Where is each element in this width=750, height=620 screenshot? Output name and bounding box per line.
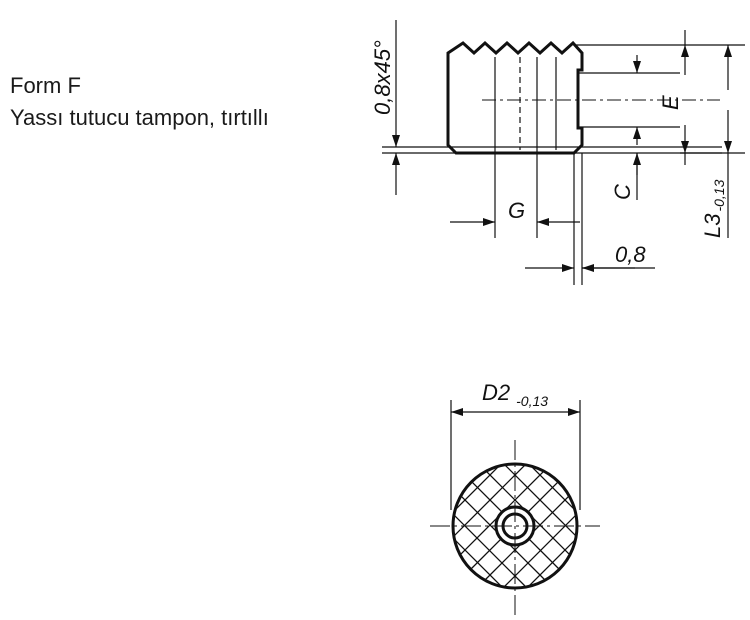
d2-symbol: D2 [482,380,510,405]
l3-label: L3 -0,13 [700,179,727,238]
g-label: G [508,198,525,223]
c-label: C [610,184,635,200]
offset-label: 0,8 [615,242,646,267]
caption: Form F Yassı tutucu tampon, tırtıllı [10,70,269,134]
form-label: Form F [10,73,81,98]
d2-tolerance: -0,13 [516,393,548,409]
l3-tolerance: -0,13 [711,179,727,211]
e-label: E [658,95,683,110]
front-view [430,400,600,615]
l3-symbol: L3 [700,213,725,238]
form-description: Yassı tutucu tampon, tırtıllı [10,105,269,130]
side-view [382,20,745,285]
chamfer-label: 0,8x45° [370,40,395,115]
part-outline [446,40,584,155]
d2-label: D2 -0,13 [482,380,548,409]
